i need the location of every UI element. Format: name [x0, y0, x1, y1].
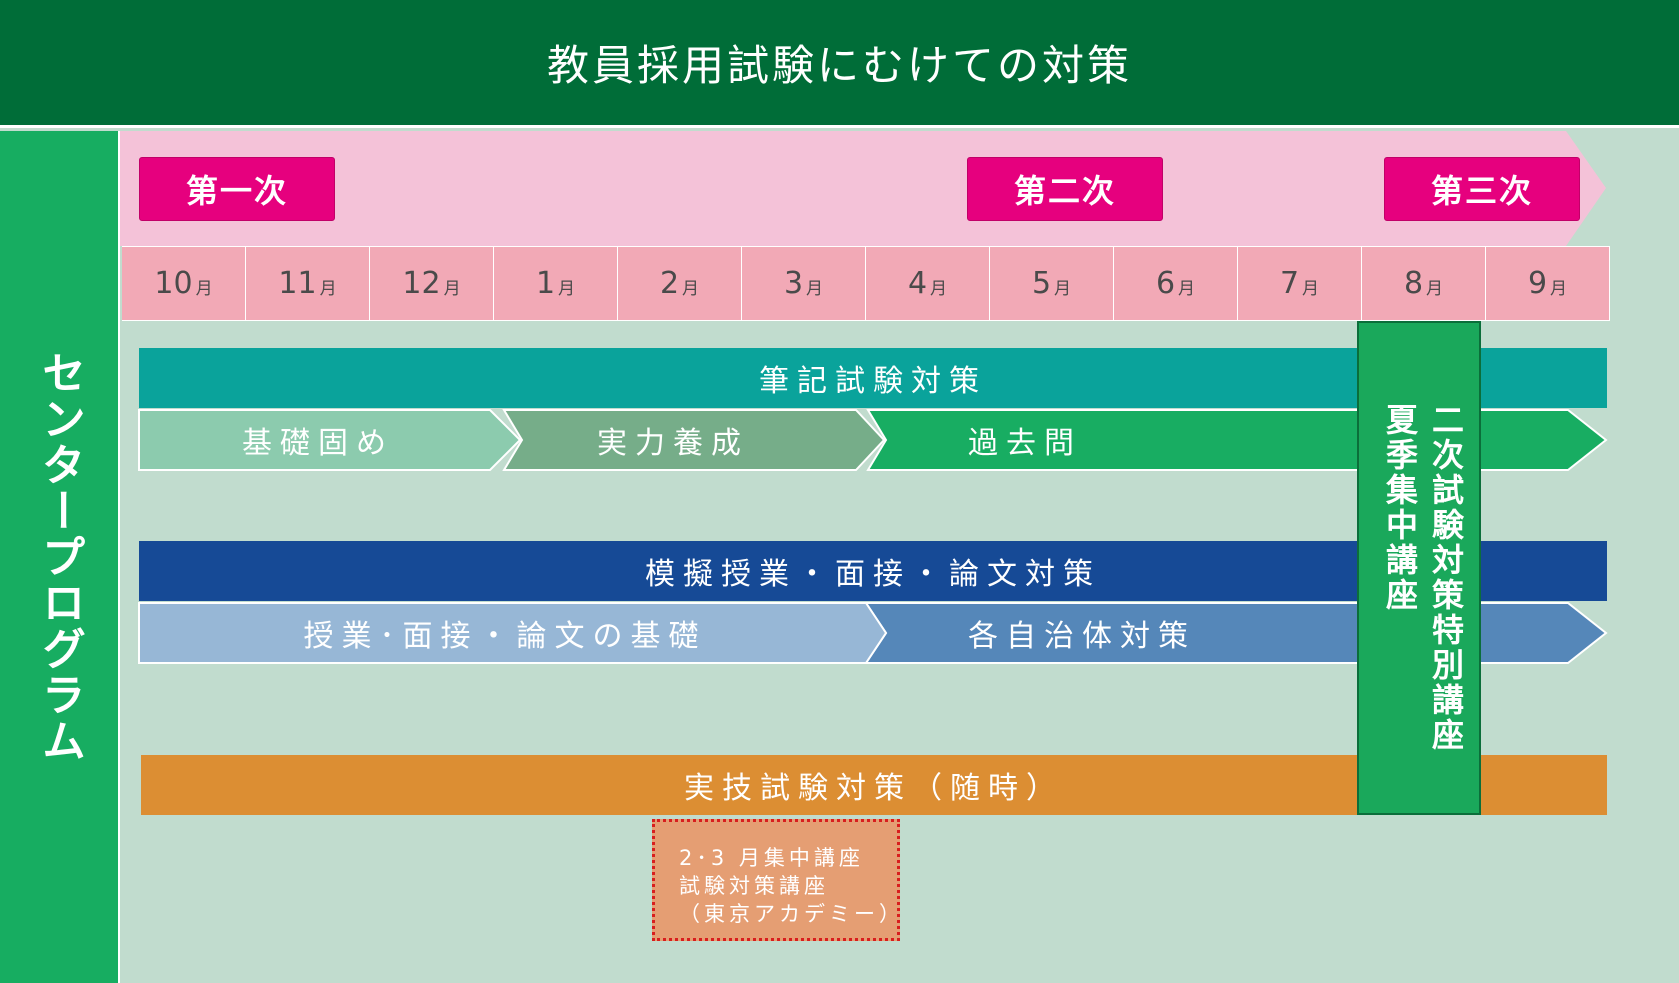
mock-stage-local-label: 各自治体対策 — [968, 619, 1196, 654]
written-stage-basics: 基礎固め — [140, 409, 496, 471]
mock-stage-basics: 授業･面接・論文の基礎 — [140, 602, 870, 664]
written-exam-title: 筆記試験対策 — [759, 364, 987, 399]
month-number: 7 — [1279, 266, 1300, 301]
month-number: 2 — [659, 266, 680, 301]
phase-first-label: 第一次 — [185, 172, 288, 210]
month-unit: 月 — [682, 279, 700, 299]
tokyo-box-line2: 試験対策講座 — [679, 874, 829, 898]
practical-exam-title: 実技試験対策（随時） — [684, 771, 1064, 806]
tokyo-box-line3: （東京アカデミー） — [679, 902, 904, 926]
tokyo-academy-box: 2･3 月集中講座 試験対策講座 （東京アカデミー） — [652, 819, 900, 941]
month-unit: 月 — [1550, 279, 1568, 299]
written-stage-past-exams-label: 過去問 — [968, 426, 1082, 461]
phase-second-tag: 第二次 — [967, 157, 1163, 221]
month-number: 11 — [278, 266, 317, 301]
month-number: 12 — [402, 266, 441, 301]
month-number: 10 — [154, 266, 193, 301]
tokyo-box-line1: 2･3 月集中講座 — [679, 846, 864, 870]
sidebar-label: センタープログラム — [34, 350, 85, 764]
written-stage-past-exams: 過去問 — [968, 409, 1082, 471]
month-unit: 月 — [195, 279, 213, 299]
month-unit: 月 — [558, 279, 576, 299]
month-number: 5 — [1031, 266, 1052, 301]
written-stage-skill-label: 実力養成 — [597, 426, 749, 461]
page-title: 教員採用試験にむけての対策 — [0, 0, 1679, 128]
month-unit: 月 — [930, 279, 948, 299]
sidebar: センタープログラム — [0, 131, 120, 983]
phase-band-arrow — [120, 131, 1606, 246]
month-unit: 月 — [1302, 279, 1320, 299]
month-number: 8 — [1403, 266, 1424, 301]
phase-second-label: 第二次 — [1013, 172, 1116, 210]
mock-stage-local: 各自治体対策 — [968, 602, 1196, 664]
month-number: 1 — [535, 266, 556, 301]
month-unit: 月 — [443, 279, 461, 299]
month-unit: 月 — [319, 279, 337, 299]
page-title-text: 教員採用試験にむけての対策 — [546, 41, 1132, 90]
month-number: 3 — [783, 266, 804, 301]
phase-third-label: 第三次 — [1430, 172, 1533, 210]
month-number: 4 — [907, 266, 928, 301]
month-unit: 月 — [806, 279, 824, 299]
summer-intensive-label: 夏季集中講座 — [1381, 403, 1419, 613]
mock-stage-basics-label: 授業･面接・論文の基礎 — [303, 619, 707, 654]
written-stage-basics-label: 基礎固め — [242, 426, 394, 461]
summer-course-column: 二次試験対策特別講座 夏季集中講座 — [1357, 321, 1481, 815]
phase-first-tag: 第一次 — [139, 157, 335, 221]
month-number: 9 — [1527, 266, 1548, 301]
second-exam-course-label: 二次試験対策特別講座 — [1427, 403, 1465, 753]
month-number: 6 — [1155, 266, 1176, 301]
month-unit: 月 — [1054, 279, 1072, 299]
mock-lesson-title: 模擬授業・面接・論文対策 — [645, 557, 1101, 592]
month-unit: 月 — [1426, 279, 1444, 299]
phase-third-tag: 第三次 — [1384, 157, 1580, 221]
month-unit: 月 — [1178, 279, 1196, 299]
written-stage-skill: 実力養成 — [508, 409, 838, 471]
